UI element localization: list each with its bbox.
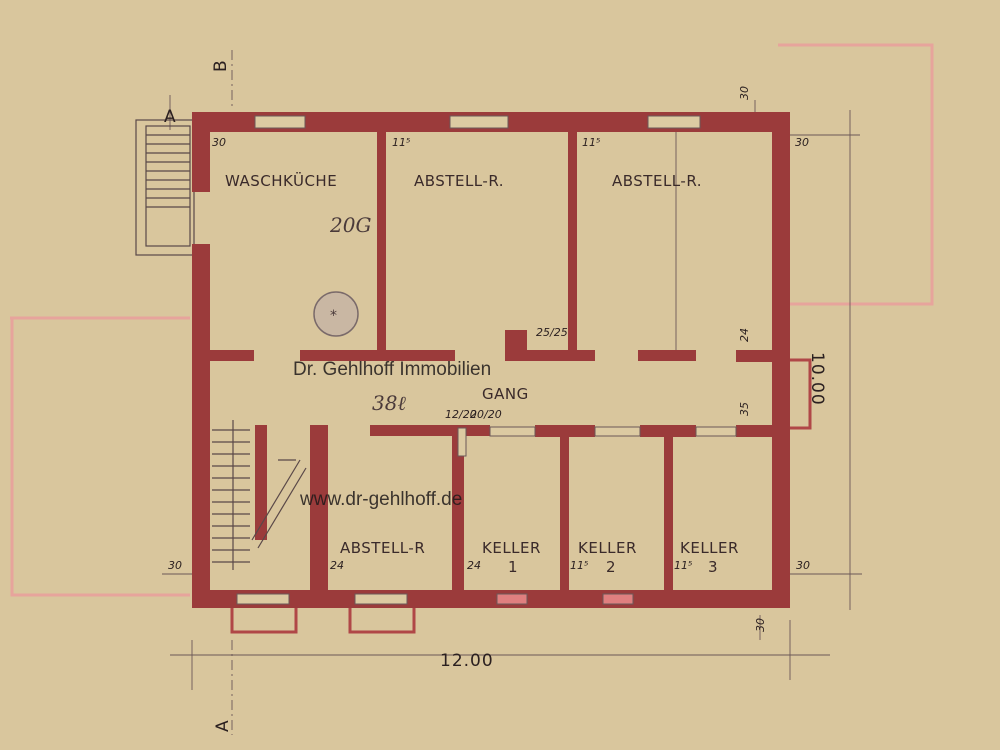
dim-wall-115-d: 11⁵ — [674, 559, 692, 572]
dim-total-width: 12.00 — [440, 651, 494, 671]
room-label-keller-2: KELLER — [578, 539, 637, 557]
watermark-url: www.dr-gehlhoff.de — [299, 489, 462, 510]
dimension-lines — [162, 100, 851, 690]
dim-total-depth: 10.00 — [807, 352, 827, 406]
room-number-keller-3: 3 — [708, 558, 718, 576]
room-label-abstell-3: ABSTELL-R — [340, 539, 425, 557]
dim-wall-30-bl: 30 — [168, 559, 182, 572]
handwritten-note-gang: 38ℓ — [372, 391, 406, 415]
room-label-waschkueche: WASCHKÜCHE — [225, 171, 337, 190]
dim-wall-30-bottom: 30 — [754, 618, 767, 632]
dim-chimney-12-20: 12/20 — [445, 408, 477, 421]
room-label-keller-1: KELLER — [482, 539, 541, 557]
watermark-company: Dr. Gehlhoff Immobilien — [293, 359, 491, 380]
room-label-abstell-2: ABSTELL-R. — [612, 172, 702, 190]
dim-wall-30-tl: 30 — [212, 136, 226, 149]
dim-wall-24-c: 24 — [738, 328, 751, 342]
interior-walls — [210, 132, 772, 595]
dim-wall-24-b: 24 — [467, 559, 481, 572]
interior-windows — [457, 426, 737, 457]
windows — [236, 115, 701, 605]
room-number-keller-1: 1 — [508, 558, 518, 576]
section-mark-a-top: A — [164, 107, 177, 127]
dim-chimney-25: 25/25 — [536, 326, 568, 339]
floor-drain-icon: * — [313, 291, 359, 337]
section-lines — [169, 50, 233, 735]
dim-chimney-20-20: 20/20 — [470, 408, 502, 421]
dim-wall-115-b: 11⁵ — [582, 136, 600, 149]
light-wells — [230, 358, 812, 634]
neighbor-outlines — [10, 43, 934, 597]
outside-stair — [135, 119, 195, 256]
dim-wall-115-a: 11⁵ — [392, 136, 410, 149]
section-mark-a-bottom: A — [213, 719, 233, 732]
dim-wall-30-tr: 30 — [795, 136, 809, 149]
room-label-abstell-1: ABSTELL-R. — [414, 172, 504, 190]
room-label-gang: GANG — [482, 385, 529, 403]
dim-wall-35: 35 — [738, 402, 751, 416]
handwritten-note-20g: 20G — [329, 213, 371, 237]
dim-wall-24-a: 24 — [330, 559, 344, 572]
section-mark-b: B — [211, 59, 231, 72]
dim-wall-30-top: 30 — [738, 86, 751, 100]
dim-wall-30-br: 30 — [796, 559, 810, 572]
svg-text:*: * — [330, 308, 337, 324]
dim-wall-115-c: 11⁵ — [570, 559, 588, 572]
room-label-keller-3: KELLER — [680, 539, 739, 557]
room-number-keller-2: 2 — [606, 558, 616, 576]
inner-stair — [212, 420, 307, 570]
